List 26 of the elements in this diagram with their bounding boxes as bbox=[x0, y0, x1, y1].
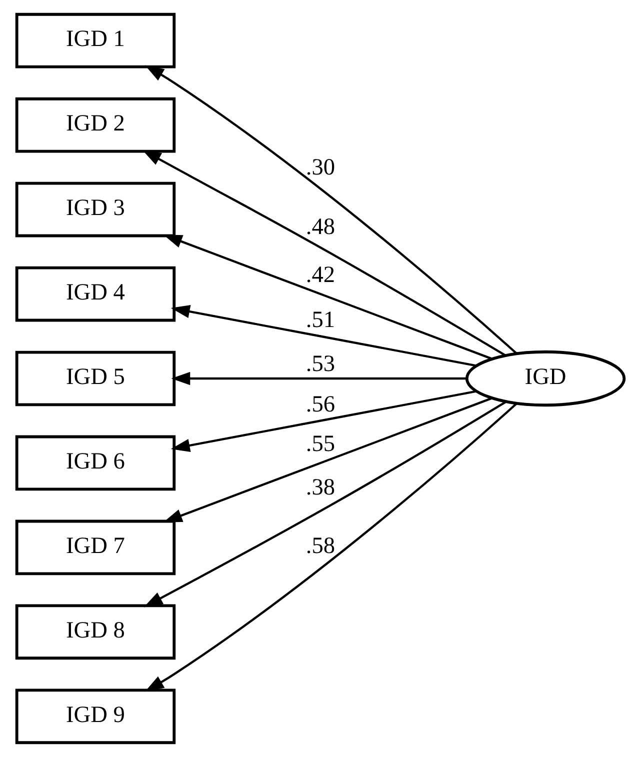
arrow bbox=[170, 305, 476, 367]
node-box: IGD 6 bbox=[14, 435, 176, 491]
node-box: IGD 8 bbox=[14, 604, 176, 660]
node-box: IGD 5 bbox=[14, 350, 176, 406]
node-box: IGD 1 bbox=[14, 12, 176, 68]
node-box: IGD 9 bbox=[14, 688, 176, 744]
edge-label: .53 bbox=[305, 350, 335, 377]
edge-label: .42 bbox=[305, 262, 335, 288]
node-ellipse: IGD bbox=[464, 350, 626, 407]
edge-label: .51 bbox=[305, 307, 335, 334]
arrow bbox=[144, 402, 517, 692]
arrow bbox=[144, 65, 517, 354]
arrow bbox=[170, 372, 466, 386]
edge-label: .56 bbox=[305, 392, 335, 418]
edge-label: .48 bbox=[305, 214, 335, 240]
arrow bbox=[170, 390, 476, 452]
node-box: IGD 2 bbox=[14, 97, 176, 153]
edge-label: .38 bbox=[305, 474, 335, 501]
node-box: IGD 7 bbox=[14, 520, 176, 576]
arrow bbox=[142, 150, 506, 356]
node-box: IGD 3 bbox=[14, 182, 176, 238]
edge-label: .55 bbox=[305, 431, 335, 458]
arrow bbox=[143, 400, 506, 608]
edge-label: .30 bbox=[305, 154, 335, 180]
node-box: IGD 4 bbox=[14, 266, 176, 322]
edge-label: .58 bbox=[305, 532, 335, 559]
